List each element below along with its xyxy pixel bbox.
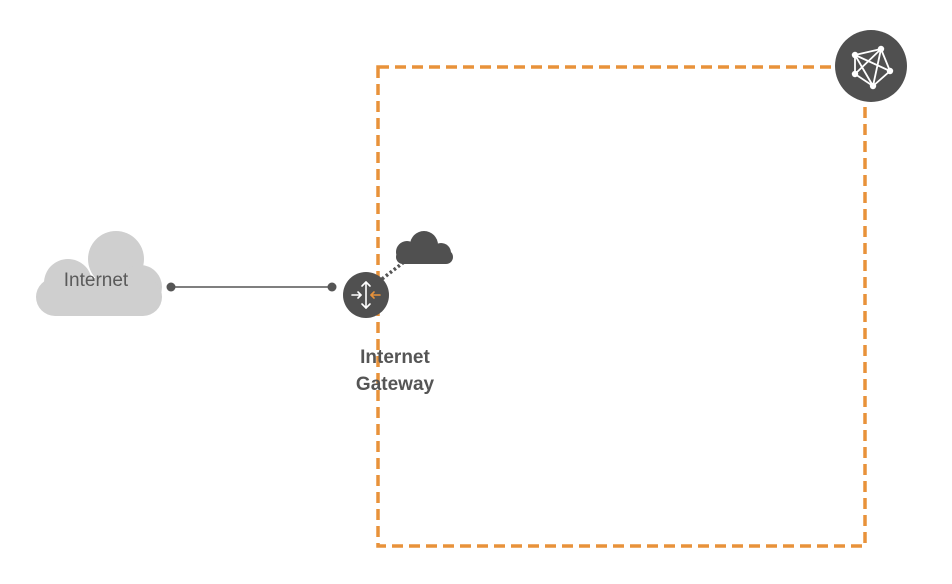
internet-cloud-icon: [36, 231, 162, 316]
internet-gateway-icon: [343, 272, 389, 318]
network-mesh-icon: [835, 30, 907, 102]
gateway-label: Internet Gateway: [335, 344, 455, 398]
internet-label: Internet: [63, 270, 129, 291]
service-link-dotted: [380, 260, 406, 281]
gateway-label-line1: Internet: [360, 347, 430, 368]
gateway-label-line2: Gateway: [355, 374, 435, 395]
vpc-boundary: [376, 65, 867, 548]
service-cloud-icon: [396, 231, 453, 264]
internet-gateway-connector: [166, 282, 337, 292]
